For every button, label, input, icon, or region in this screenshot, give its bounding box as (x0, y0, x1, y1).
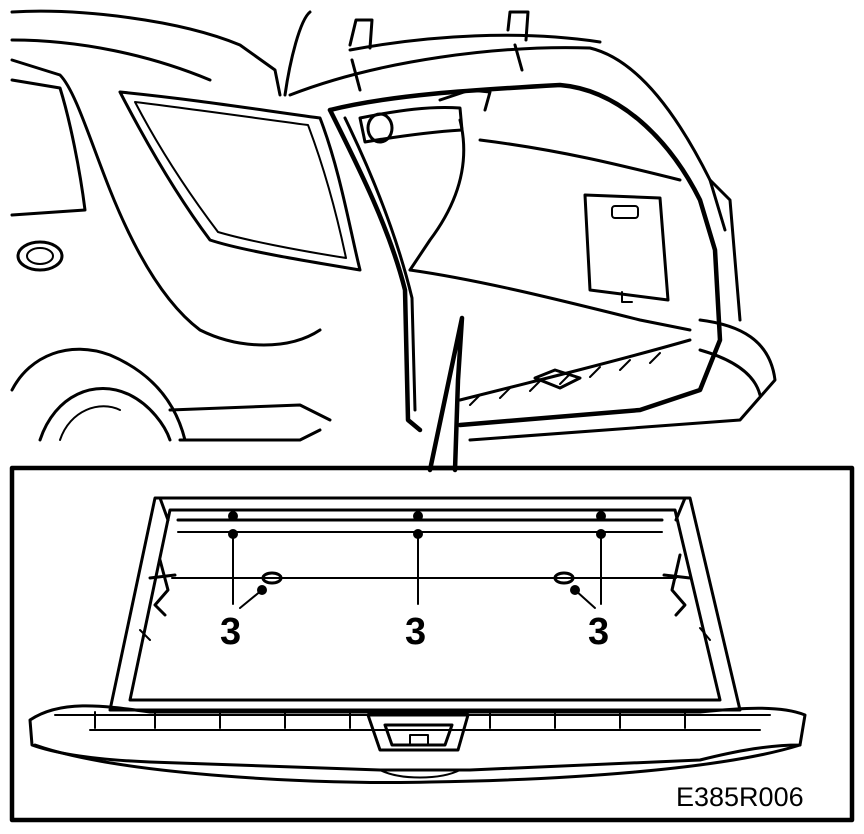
callout-label-left: 3 (220, 611, 241, 653)
figure-reference-code: E385R006 (676, 782, 804, 812)
load-floor-detail-drawing (28, 496, 807, 784)
detail-leader-line (427, 315, 465, 473)
car-overview-drawing (10, 9, 777, 442)
callout-label-right: 3 (588, 611, 609, 653)
callout-label-center: 3 (405, 611, 426, 653)
